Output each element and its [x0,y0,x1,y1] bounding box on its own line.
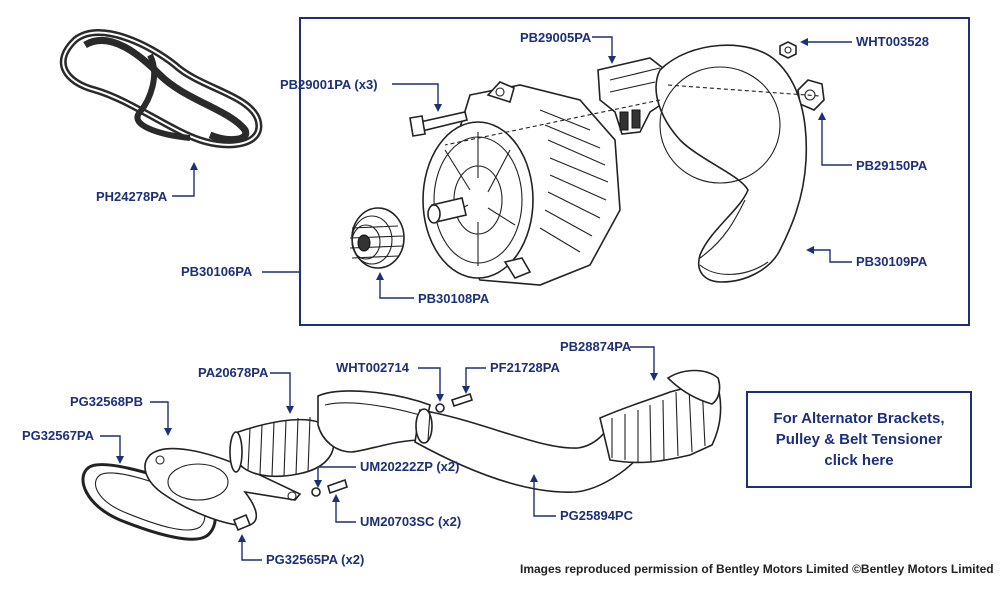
brackets-link-box[interactable]: For Alternator Brackets, Pulley & Belt T… [746,391,972,488]
alternator-drawing [349,41,825,286]
drive-belt-drawing [59,29,263,149]
part-label-pg32568pb[interactable]: PG32568PB [70,394,143,409]
part-label-um20703sc[interactable]: UM20703SC (x2) [360,514,462,529]
leader-arrows [100,36,852,561]
part-label-pb30106pa[interactable]: PB30106PA [181,264,253,279]
part-label-um20222zp[interactable]: UM20222ZP (x2) [360,459,460,474]
part-label-pb29005pa[interactable]: PB29005PA [520,30,592,45]
brackets-link-line-2[interactable]: Pulley & Belt Tensioner [775,431,943,448]
brackets-link-text[interactable]: For Alternator Brackets, Pulley & Belt T… [773,408,944,471]
part-label-pg32565pa[interactable]: PG32565PA (x2) [266,552,365,567]
part-label-pa20678pa[interactable]: PA20678PA [198,365,269,380]
part-label-wht003528[interactable]: WHT003528 [856,34,929,49]
ducting-drawing [81,369,722,541]
part-label-pg25894pc[interactable]: PG25894PC [560,508,633,523]
brackets-link-line-1[interactable]: For Alternator Brackets, [773,410,945,427]
copyright-notice: Images reproduced permission of Bentley … [520,562,994,576]
part-label-pb29150pa[interactable]: PB29150PA [856,158,928,173]
part-label-pf21728pa[interactable]: PF21728PA [490,360,560,375]
part-label-pg32567pa[interactable]: PG32567PA [22,428,95,443]
part-label-pb30109pa[interactable]: PB30109PA [856,254,928,269]
part-label-pb29001pa[interactable]: PB29001PA (x3) [280,77,378,92]
part-label-ph24278pa[interactable]: PH24278PA [96,189,168,204]
part-label-wht002714[interactable]: WHT002714 [336,360,409,375]
part-label-pb28874pa[interactable]: PB28874PA [560,339,632,354]
alternator-panel-border [299,17,970,326]
part-label-pb30108pa[interactable]: PB30108PA [418,291,490,306]
brackets-link-line-3[interactable]: click here [824,452,894,469]
